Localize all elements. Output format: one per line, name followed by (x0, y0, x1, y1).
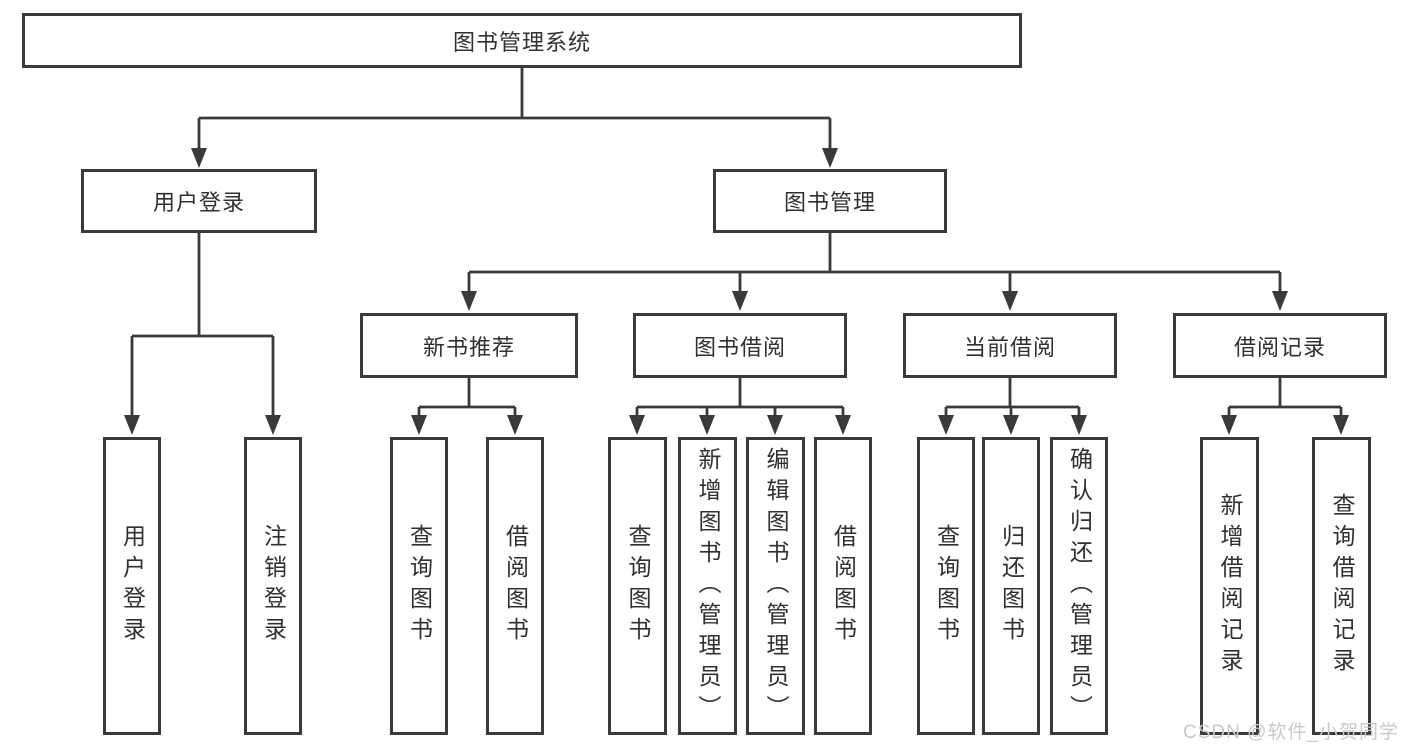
leaf-add-books-admin-label: 新增图书（管理员） (695, 446, 721, 726)
leaf-add-borrow-record-label: 新增借阅记录 (1217, 493, 1243, 679)
connector-root-to-level2 (197, 68, 832, 150)
node-book-borrowing-label: 图书借阅 (693, 334, 786, 360)
leaf-query-books-borrowing: 查询图书 (608, 437, 667, 735)
connector-borrowing-to-leaves (635, 378, 845, 418)
node-borrowing-records: 借阅记录 (1173, 313, 1387, 378)
node-new-book-recommend-label: 新书推荐 (422, 334, 515, 360)
node-current-borrowing: 当前借阅 (903, 313, 1117, 378)
connector-userlogin-to-leaves (130, 233, 275, 418)
node-borrowing-records-label: 借阅记录 (1233, 334, 1326, 360)
connector-bookmgmt-to-level3 (467, 233, 1282, 294)
leaf-borrow-books-recommend-label: 借阅图书 (502, 524, 529, 648)
leaf-confirm-return-admin: 确认归还（管理员） (1050, 437, 1108, 735)
leaf-query-books-recommend-label: 查询图书 (406, 524, 433, 648)
leaf-edit-books-admin-label: 编辑图书（管理员） (763, 446, 789, 726)
leaf-query-books-recommend: 查询图书 (390, 437, 448, 735)
leaf-query-books-current: 查询图书 (917, 437, 975, 735)
leaf-query-books-borrowing-label: 查询图书 (625, 524, 651, 648)
leaf-user-login-label: 用户登录 (119, 524, 146, 648)
leaf-query-books-current-label: 查询图书 (933, 524, 960, 648)
node-book-management: 图书管理 (713, 169, 947, 233)
leaf-logout: 注销登录 (244, 437, 302, 735)
leaf-add-borrow-record: 新增借阅记录 (1200, 437, 1259, 735)
connector-current-to-leaves (944, 378, 1081, 418)
node-book-management-label: 图书管理 (783, 190, 876, 215)
leaf-borrow-books-label: 借阅图书 (830, 524, 857, 648)
leaf-return-books: 归还图书 (982, 437, 1040, 735)
csdn-watermark: CSDN @软件_小贺同学 (1183, 722, 1399, 743)
node-root-label: 图书管理系统 (452, 29, 591, 55)
node-user-login: 用户登录 (81, 169, 317, 233)
node-book-borrowing: 图书借阅 (633, 313, 847, 378)
arrowheads (124, 148, 1349, 435)
leaf-logout-label: 注销登录 (260, 524, 287, 648)
leaf-query-borrow-record-label: 查询借阅记录 (1329, 493, 1355, 679)
leaf-confirm-return-admin-label: 确认归还（管理员） (1066, 446, 1093, 726)
leaf-borrow-books: 借阅图书 (814, 437, 872, 735)
leaf-user-login: 用户登录 (103, 437, 161, 735)
leaf-return-books-label: 归还图书 (998, 524, 1025, 648)
node-current-borrowing-label: 当前借阅 (963, 334, 1056, 360)
node-root: 图书管理系统 (22, 13, 1022, 68)
node-new-book-recommend: 新书推荐 (360, 313, 578, 378)
leaf-borrow-books-recommend: 借阅图书 (486, 437, 544, 735)
connector-records-to-leaves (1227, 378, 1343, 418)
leaf-add-books-admin: 新增图书（管理员） (678, 437, 737, 735)
node-user-login-label: 用户登录 (152, 190, 245, 215)
leaf-query-borrow-record: 查询借阅记录 (1312, 437, 1371, 735)
leaf-edit-books-admin: 编辑图书（管理员） (746, 437, 805, 735)
connector-newbook-to-leaves (417, 378, 517, 418)
